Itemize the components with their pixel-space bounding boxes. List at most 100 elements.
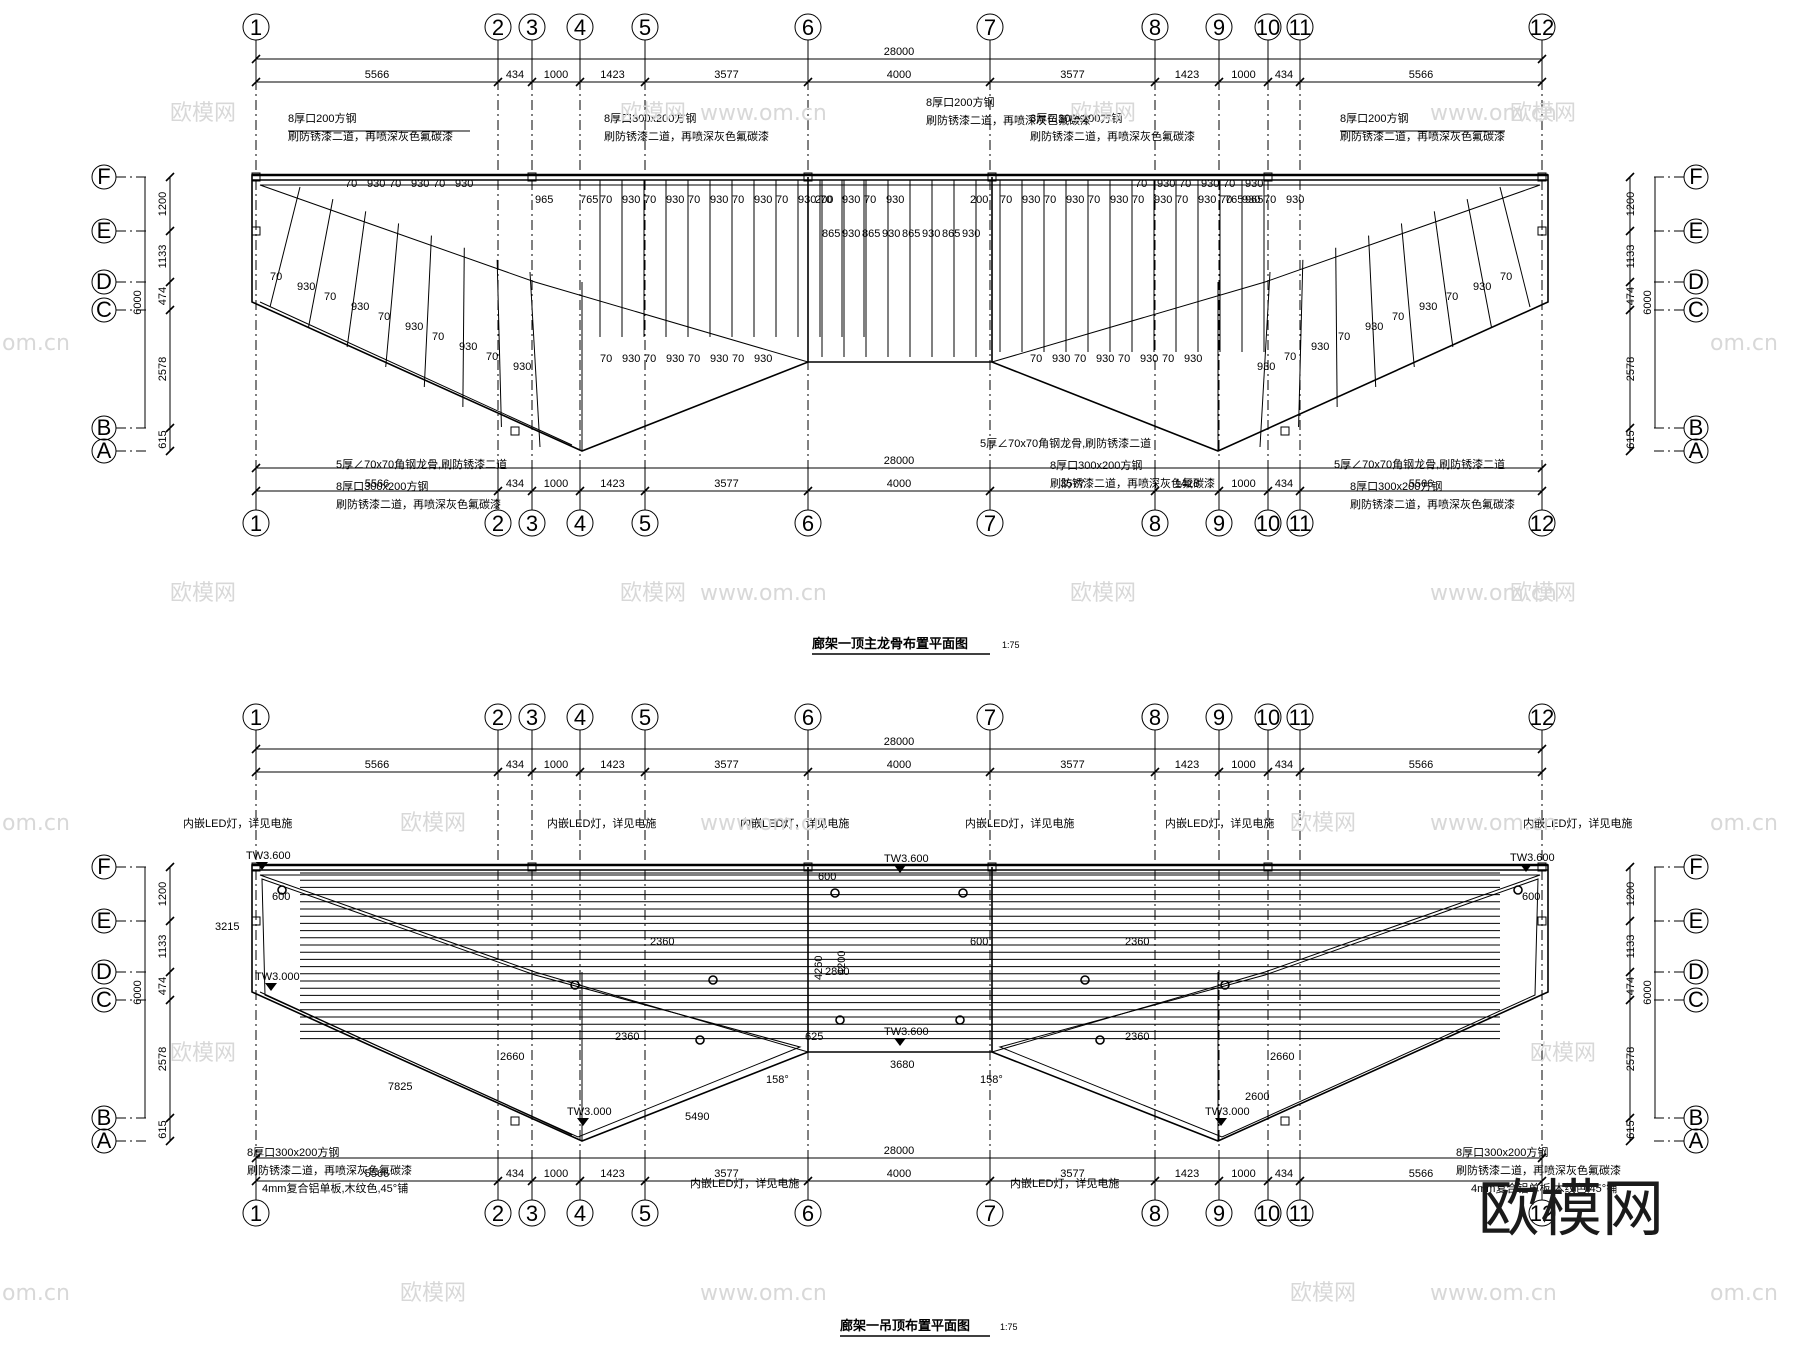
spacing-label: 930	[1096, 353, 1114, 365]
spacing-e: 930	[842, 228, 860, 240]
spacing-label: 70	[1135, 178, 1147, 190]
dim-tick	[803, 486, 813, 496]
spacing-label: 930	[1157, 178, 1175, 190]
row-dim-4: 615	[1625, 1120, 1637, 1138]
plan1-title: 廊架一顶主龙骨布置平面图	[812, 636, 968, 651]
dim-tick	[1625, 172, 1635, 182]
dim-total: 28000	[884, 736, 915, 748]
plan1-scale: 1:75	[1002, 640, 1020, 650]
post	[1537, 226, 1547, 236]
dim-tick	[1537, 1176, 1547, 1186]
spacing-diag: 930	[1473, 281, 1491, 293]
level-2: TW3.600	[1510, 852, 1555, 864]
spacing-c: 965	[535, 194, 553, 206]
joist-diag	[346, 211, 367, 348]
ceiling-dim-0: 600	[272, 891, 290, 903]
ceiling-dim-4260: 4260	[813, 956, 825, 980]
dim-col-9: 434	[1275, 759, 1293, 771]
axis-label-2: 2	[492, 1201, 504, 1226]
joist-diag	[1499, 186, 1531, 308]
led-lamp	[1095, 1035, 1105, 1045]
watermark-logo-11: 欧模网	[1530, 1041, 1596, 1066]
watermark-url-7: www.om.cn	[1430, 1281, 1557, 1306]
dim-tick	[165, 423, 175, 433]
dim-tick	[1625, 916, 1635, 926]
spacing-label: 930	[666, 353, 684, 365]
spacing-label: 70	[389, 178, 401, 190]
watermark-url-4: www.om.cn	[700, 811, 827, 836]
post	[510, 426, 520, 436]
axis-label-12: 12	[1530, 1201, 1554, 1226]
ceiling-steel-note-0-2: 4mm复合铝单板,木纹色,45°铺	[262, 1181, 408, 1195]
axis-label-7: 7	[984, 15, 996, 40]
watermark-logo-0: 欧模网	[170, 101, 236, 126]
dim-col-10: 5566	[1409, 69, 1433, 81]
spacing-label: 70	[644, 194, 656, 206]
axis-label-9: 9	[1213, 1201, 1225, 1226]
dim-col-10: 5566	[1409, 759, 1433, 771]
ceiling-dim-17: 2600	[1245, 1091, 1269, 1103]
joist-diag	[1400, 223, 1415, 368]
dim-col-6: 3577	[1060, 1168, 1084, 1180]
watermark-brand-large: 欧模网	[1478, 1172, 1664, 1245]
watermark-logo-7: 欧模网	[1510, 581, 1576, 606]
dim-col-2: 1000	[544, 478, 568, 490]
watermark-url-short-4: om.cn	[1710, 811, 1778, 836]
dim-col-10: 5566	[1409, 478, 1433, 490]
watermark-url-short-2: om.cn	[2, 1281, 70, 1306]
post	[251, 172, 261, 182]
note-steel300-mid-b-1: 刷防锈漆二道，再喷深灰色氟碳漆	[1050, 476, 1215, 490]
dim-tick	[1537, 486, 1547, 496]
watermark-logo-1: 欧模网	[620, 101, 686, 126]
post	[1280, 426, 1290, 436]
dim-tick	[165, 277, 175, 287]
spacing-label: 930	[1286, 194, 1304, 206]
axis-label-5: 5	[639, 511, 651, 536]
level-5: TW3.000	[567, 1106, 612, 1118]
post	[527, 172, 537, 182]
wing-edge	[259, 301, 573, 446]
axis-label-3: 3	[526, 15, 538, 40]
row-dim-3: 2578	[1625, 1047, 1637, 1071]
dim-tick	[640, 1176, 650, 1186]
dim-tick	[1263, 1176, 1273, 1186]
level-triangle	[1520, 864, 1532, 872]
dim-col-8: 1000	[1231, 1168, 1255, 1180]
dim-col-0: 5566	[365, 69, 389, 81]
spacing-label: 70	[1223, 178, 1235, 190]
spacing-label: 930	[622, 194, 640, 206]
axis-label-7: 7	[984, 1201, 996, 1226]
row-label-F: F	[1689, 854, 1702, 879]
spacing-label: 930	[455, 178, 473, 190]
dim-tick	[1537, 744, 1547, 754]
led-note-5: 内嵌LED灯，详见电施	[1523, 816, 1632, 830]
axis-label-2: 2	[492, 705, 504, 730]
dim-tick	[165, 226, 175, 236]
dim-col-9: 434	[1275, 69, 1293, 81]
dim-col-2: 1000	[544, 69, 568, 81]
spacing-label: 70	[433, 178, 445, 190]
watermark-logo-10: 欧模网	[170, 1041, 236, 1066]
ceiling-dim-10: 2660	[1270, 1051, 1294, 1063]
spacing-diag: 930	[1365, 321, 1383, 333]
note-steel300-left-b-0: 8厚口300x200方钢	[336, 479, 428, 493]
note-steel300-left-b-1: 刷防锈漆二道，再喷深灰色氟碳漆	[336, 497, 501, 511]
dim-col-5: 4000	[887, 759, 911, 771]
row-label-F: F	[1689, 164, 1702, 189]
dim-tick	[493, 486, 503, 496]
axis-label-6: 6	[802, 511, 814, 536]
level-triangle	[1215, 1118, 1227, 1126]
note-angle-right: 5厚∠70x70角钢龙骨,刷防锈漆二道	[1334, 457, 1505, 471]
led-lamp	[695, 1035, 705, 1045]
dim-tick	[1263, 486, 1273, 496]
level-1: TW3.600	[884, 853, 929, 865]
axis-label-8: 8	[1149, 1201, 1161, 1226]
row-dim-0: 1200	[157, 192, 169, 216]
ceiling-steel-note-1-2: 4mm复合铝单板,木纹色,45°铺	[1471, 1181, 1617, 1195]
dim-tick	[575, 1176, 585, 1186]
row-label-D: D	[96, 959, 112, 984]
spacing-diag: 930	[513, 361, 531, 373]
ceiling-dim-18: 625	[805, 1031, 823, 1043]
spacing-diag: 70	[1446, 291, 1458, 303]
dim-col-2: 1000	[544, 759, 568, 771]
